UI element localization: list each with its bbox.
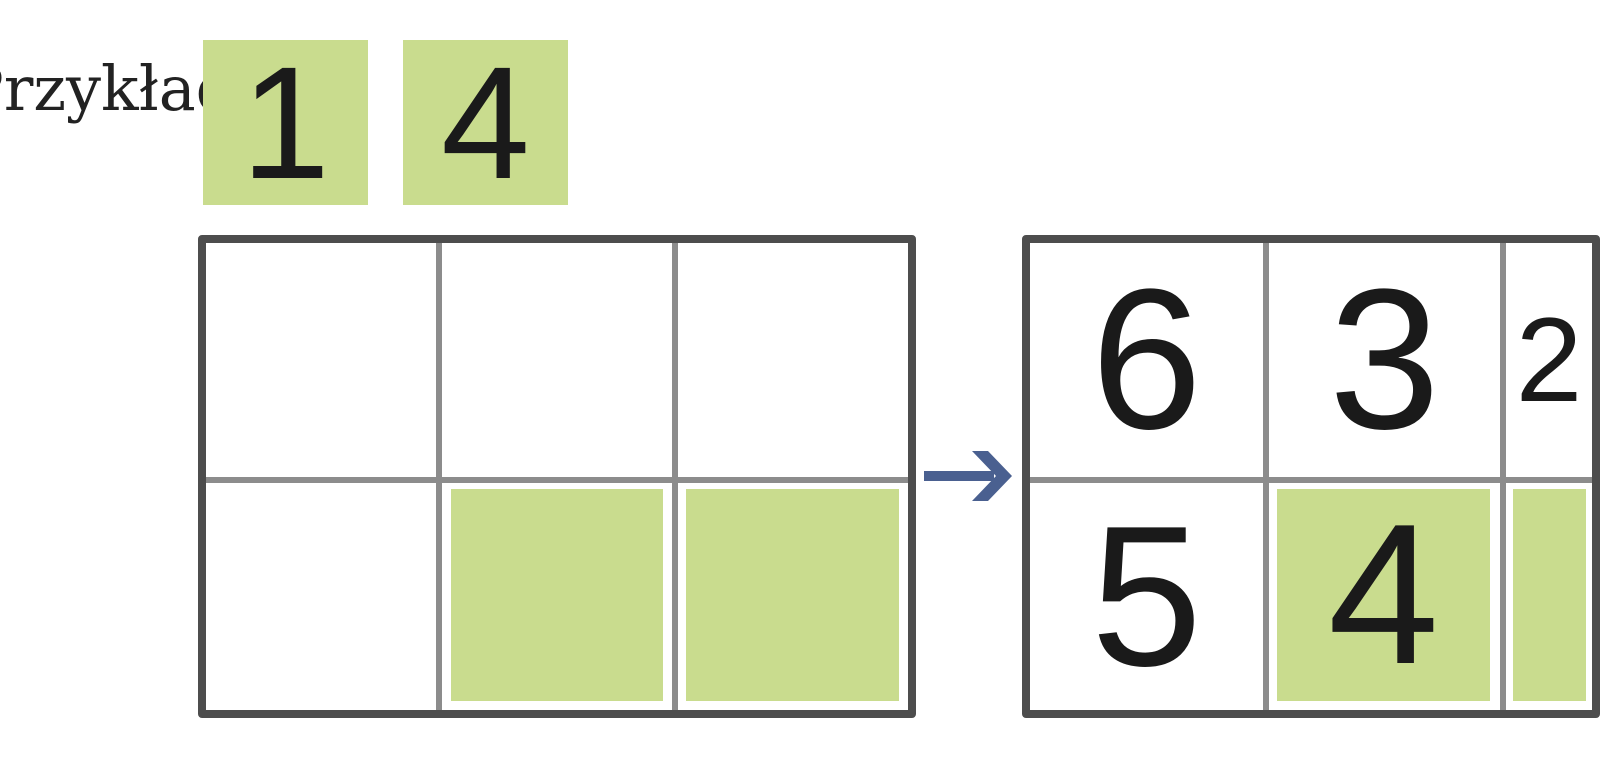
green-cell (451, 489, 663, 701)
after-grid: 6 3 2 5 4 (1022, 235, 1600, 718)
grid-line (672, 243, 678, 710)
tile-4: 4 (403, 40, 568, 205)
grid-line (1263, 243, 1269, 710)
cell-number: 2 (1515, 293, 1583, 427)
cell-number: 3 (1328, 248, 1441, 471)
grid-line (206, 477, 908, 483)
arrow-right-icon (924, 451, 1012, 501)
green-cell (686, 489, 899, 701)
grid-line (436, 243, 442, 710)
green-cell: 4 (1277, 489, 1490, 701)
green-cell (1513, 489, 1586, 701)
example-label: Przykład (0, 52, 236, 125)
grid-line (1500, 243, 1506, 710)
cell-number: 6 (1090, 248, 1203, 471)
cell-number: 5 (1090, 484, 1203, 708)
before-grid (198, 235, 916, 718)
grid-line (1030, 477, 1592, 483)
tile-1: 1 (203, 40, 368, 205)
